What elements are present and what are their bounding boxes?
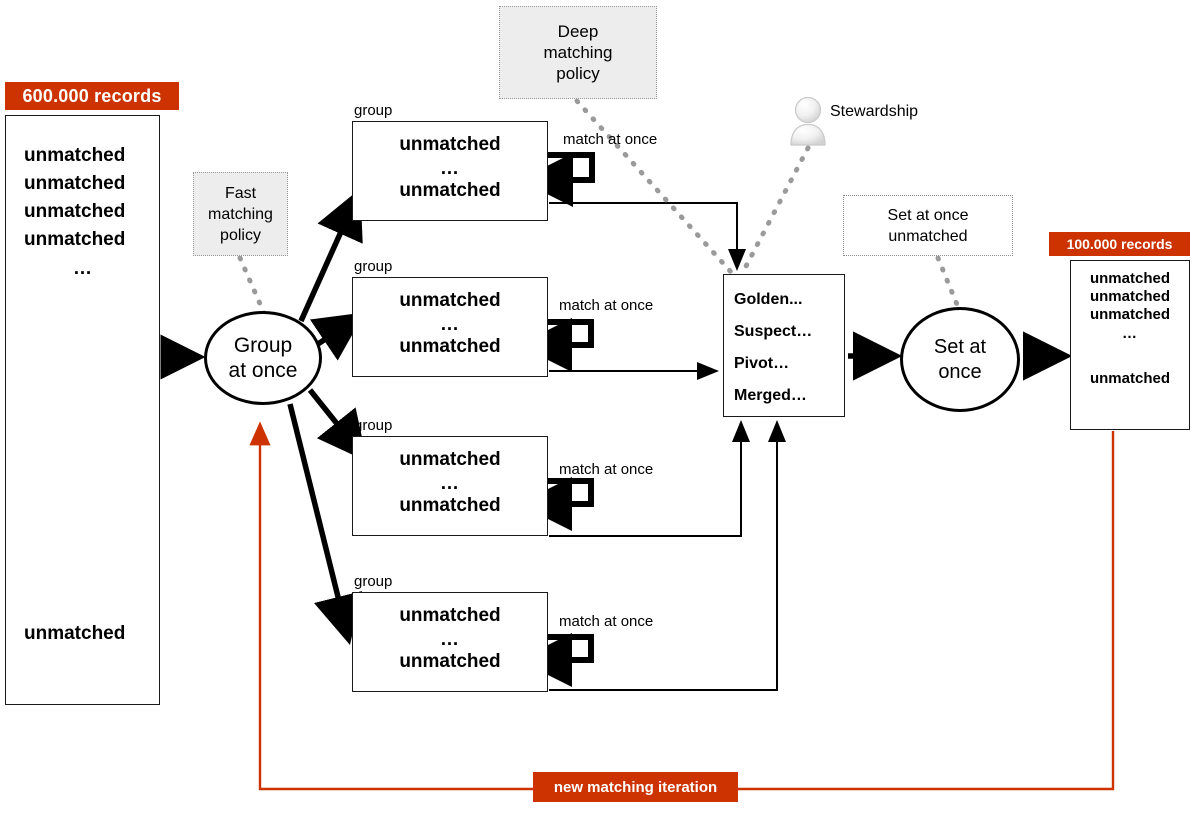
match-results-box: Golden... Suspect… Pivot… Merged…	[723, 274, 845, 417]
record-line-tail: unmatched	[24, 623, 126, 644]
match-at-once-label-3: match at once	[559, 461, 654, 478]
result-line-merged: Merged…	[734, 387, 807, 404]
input-records-badge: 600.000 records	[5, 82, 179, 110]
record-line: unmatched	[1089, 270, 1170, 287]
group-box: unmatched … unmatched	[352, 436, 548, 536]
record-ellipsis: …	[1122, 325, 1138, 342]
deep-matching-policy-note: Deep matching policy	[499, 6, 657, 99]
group-box: unmatched … unmatched	[352, 277, 548, 377]
node-label-line: Set at	[933, 335, 987, 358]
group-label: group	[354, 417, 393, 434]
group-record-last: unmatched	[399, 651, 501, 672]
group-record-first: unmatched	[399, 449, 501, 470]
group-record-ellipsis: …	[440, 473, 460, 494]
result-line-pivot: Pivot…	[734, 355, 790, 372]
note-line: Fast	[224, 184, 257, 202]
set-at-once-unmatched-note: Set at once unmatched	[843, 195, 1013, 256]
note-line: matching	[543, 43, 613, 62]
group-box: unmatched … unmatched	[352, 121, 548, 221]
record-line: unmatched	[24, 201, 126, 222]
group-record-first: unmatched	[399, 134, 501, 155]
record-line: unmatched	[1089, 306, 1170, 323]
result-line-suspect: Suspect…	[734, 323, 813, 340]
group-3: group unmatched … unmatched	[352, 418, 548, 536]
stewardship-actor: Stewardship	[788, 97, 948, 147]
group-box: unmatched … unmatched	[352, 592, 548, 692]
group-record-last: unmatched	[399, 495, 501, 516]
output-records-badge: 100.000 records	[1049, 232, 1190, 256]
fast-matching-policy-note: Fast matching policy	[193, 172, 288, 256]
note-line: Set at once	[887, 206, 969, 224]
input-records-box: unmatched unmatched unmatched unmatched …	[5, 115, 160, 705]
record-line: unmatched	[24, 145, 126, 166]
group-record-last: unmatched	[399, 336, 501, 357]
node-label-line: once	[938, 360, 982, 383]
group-2: group unmatched … unmatched	[352, 259, 548, 377]
result-line-golden: Golden...	[734, 291, 803, 308]
record-line: unmatched	[24, 173, 126, 194]
group-label: group	[354, 573, 393, 590]
group-4: group unmatched … unmatched	[352, 574, 548, 692]
group-record-ellipsis: …	[440, 158, 460, 179]
group-at-once-node: Group at once	[204, 311, 322, 405]
match-at-once-label-1: match at once	[563, 131, 658, 148]
record-line: unmatched	[24, 229, 126, 250]
note-line: unmatched	[888, 227, 968, 245]
record-line: unmatched	[1089, 288, 1170, 305]
group-record-ellipsis: …	[440, 314, 460, 335]
note-line: policy	[220, 226, 261, 244]
node-label-line: Group	[233, 334, 293, 357]
set-at-once-node: Set at once	[900, 307, 1020, 412]
record-ellipsis: …	[73, 258, 92, 279]
output-records-box: unmatched unmatched unmatched … unmatche…	[1070, 260, 1190, 430]
group-record-ellipsis: …	[440, 629, 460, 650]
match-at-once-label-4: match at once	[559, 613, 654, 630]
match-at-once-label-2: match at once	[559, 297, 654, 314]
group-record-first: unmatched	[399, 605, 501, 626]
node-label-line: at once	[228, 359, 298, 382]
group-1: group unmatched … unmatched	[352, 103, 548, 221]
note-line: matching	[208, 205, 273, 223]
new-matching-iteration-badge: new matching iteration	[533, 772, 738, 802]
group-record-last: unmatched	[399, 180, 501, 201]
record-line-tail: unmatched	[1089, 370, 1170, 387]
group-label: group	[354, 258, 393, 275]
note-line: Deep	[557, 22, 599, 41]
stewardship-label: Stewardship	[830, 103, 919, 120]
group-label: group	[354, 102, 393, 119]
note-line: policy	[556, 64, 600, 83]
group-record-first: unmatched	[399, 290, 501, 311]
